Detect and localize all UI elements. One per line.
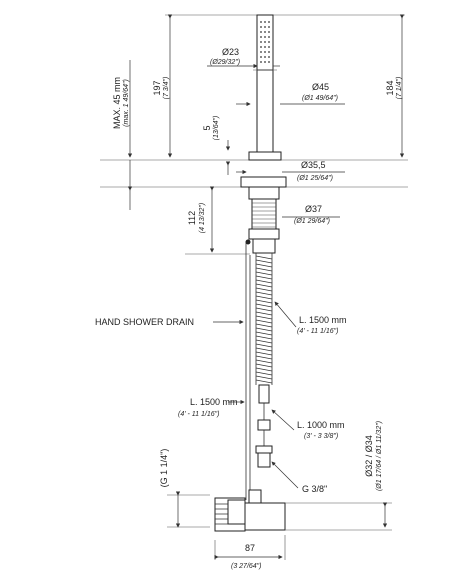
dim-max45-sub: (max. 1 49/64") xyxy=(123,79,130,127)
dim-d37: Ø37 xyxy=(305,204,322,214)
drain-pipe xyxy=(245,242,251,500)
dim-d45-sub: (Ø1 49/64") xyxy=(302,95,338,102)
shower-holder xyxy=(240,151,287,254)
dim-197: 197 xyxy=(152,80,162,95)
dim-g38: G 3/8" xyxy=(302,484,327,494)
diverter-valve xyxy=(167,489,392,560)
dim-197-sub: (7 3/4") xyxy=(163,77,170,100)
spray-nozzles-icon xyxy=(260,21,270,63)
dim-l1500-top: L. 1500 mm xyxy=(299,315,347,325)
dim-d32-d34: Ø32 / Ø34 xyxy=(364,435,374,477)
dim-max45: MAX. 45 mm xyxy=(112,77,122,129)
dim-d355-sub: (Ø1 25/64") xyxy=(297,175,333,182)
dim-184-sub: (7 1/4") xyxy=(396,77,403,100)
dim-d23: Ø23 xyxy=(222,47,239,57)
dim-g114: (G 1 1/4") xyxy=(159,449,169,488)
dim-87: 87 xyxy=(245,543,255,553)
dim-112-sub: (4 13/32") xyxy=(199,203,206,234)
dim-d37-sub: (Ø1 29/64") xyxy=(294,218,330,225)
dim-l1000-sub: (3' - 3 3/8") xyxy=(304,433,338,440)
dimension-lines xyxy=(127,14,405,560)
dim-l1500-top-sub: (4' - 11 1/16") xyxy=(297,328,338,335)
dim-l1500-left: L. 1500 mm xyxy=(190,397,238,407)
dim-d23-sub: (Ø29/32") xyxy=(210,59,240,66)
dim-d355: Ø35,5 xyxy=(301,160,326,170)
dim-l1000: L. 1000 mm xyxy=(297,420,345,430)
coiled-hose xyxy=(255,253,273,468)
dimension-labels: Ø23 (Ø29/32") Ø45 (Ø1 49/64") Ø35,5 (Ø1 … xyxy=(95,47,403,570)
dim-5-sub: (13/64") xyxy=(213,116,220,141)
hand-shower xyxy=(253,14,277,153)
dim-l1500-left-sub: (4' - 11 1/16") xyxy=(178,411,219,418)
dim-87-sub: (3 27/64") xyxy=(231,563,262,570)
dim-d45: Ø45 xyxy=(312,82,329,92)
label-hand-shower-drain: HAND SHOWER DRAIN xyxy=(95,317,194,327)
dim-184: 184 xyxy=(385,80,395,95)
dim-5: 5 xyxy=(202,125,212,130)
dim-d32-d34-sub: (Ø1 17/64 / Ø1 11/32") xyxy=(376,421,383,491)
dim-112: 112 xyxy=(187,211,197,225)
